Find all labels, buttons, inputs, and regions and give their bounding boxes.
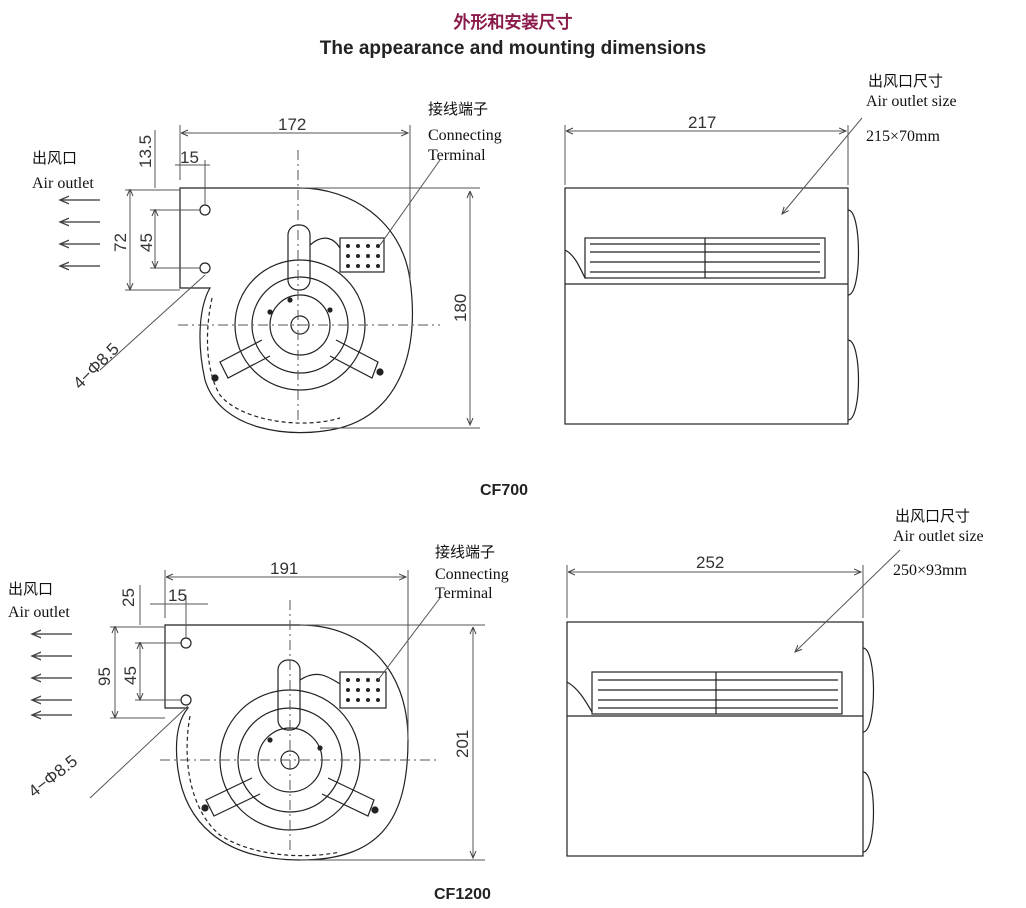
cf700-dim-outlet-height: 72 [111,233,130,252]
cf700-terminal-cn: 接线端子 [428,100,488,118]
cf700-outlet-size-en: Air outlet size [866,93,957,110]
cf700-terminal-en-2: Terminal [428,147,486,164]
cf1200-dim-hole-spacing: 45 [121,666,140,685]
cf1200-side-dimension-lines [566,549,901,652]
cf1200-outlet-arrows [32,634,72,715]
cf1200-outlet-size-en: Air outlet size [893,528,984,545]
cf700-dimension-lines [99,125,480,429]
cf1200-outlet-size-cn: 出风口尺寸 [895,507,970,525]
cf1200-dim-holes: 4−Φ8.5 [25,751,81,801]
model-label-cf700: CF700 [480,482,529,499]
cf1200-outlet-size-value: 250×93mm [893,562,967,579]
cf700-dim-holes: 4−Φ8.5 [69,339,122,392]
cf700-dim-hole-offset: 15 [180,148,199,167]
cf700-side-view [564,187,860,425]
model-label-cf1200: CF1200 [434,886,491,903]
cf1200-front-view [164,624,409,861]
cf1200-terminal-en-2: Terminal [435,585,493,602]
cf700-outlet-arrows [60,200,100,266]
cf700-dim-depth: 217 [688,113,716,132]
cf700-air-outlet-cn: 出风口 [32,149,77,167]
cf1200-terminal-en-1: Connecting [435,566,509,583]
cf1200-side-view [566,621,875,857]
cf1200-dim-hole-offset: 15 [168,586,187,605]
cf700-dim-top-offset: 13.5 [136,135,155,168]
cf700-side-dimension-lines [564,117,863,214]
cf1200-dim-height: 201 [453,730,472,758]
cf1200-air-outlet-en: Air outlet [8,604,70,621]
cf1200-dim-depth: 252 [696,553,724,572]
cf700-dim-hole-spacing: 45 [137,233,156,252]
cf700-dim-height: 180 [451,294,470,322]
cf700-air-outlet-en: Air outlet [32,175,94,192]
cf1200-dim-outlet-height: 95 [95,667,114,686]
cf1200-terminal-cn: 接线端子 [435,543,495,561]
cf700-terminal-en-1: Connecting [428,127,502,144]
page-title-cn: 外形和安装尺寸 [453,13,573,33]
cf1200-dimension-lines [89,570,485,861]
cf700-outlet-size-value: 215×70mm [866,128,940,145]
page-title-en: The appearance and mounting dimensions [319,38,707,59]
cf700-dim-width: 172 [278,115,306,134]
cf700-terminal-pins [346,244,380,268]
cf700-front-view [179,187,413,434]
cf1200-dim-top-offset: 25 [119,588,138,607]
cf1200-terminal-pins [346,678,380,702]
cf1200-dim-width: 191 [270,559,298,578]
cf1200-air-outlet-cn: 出风口 [8,580,53,598]
cf700-outlet-size-cn: 出风口尺寸 [868,72,943,90]
